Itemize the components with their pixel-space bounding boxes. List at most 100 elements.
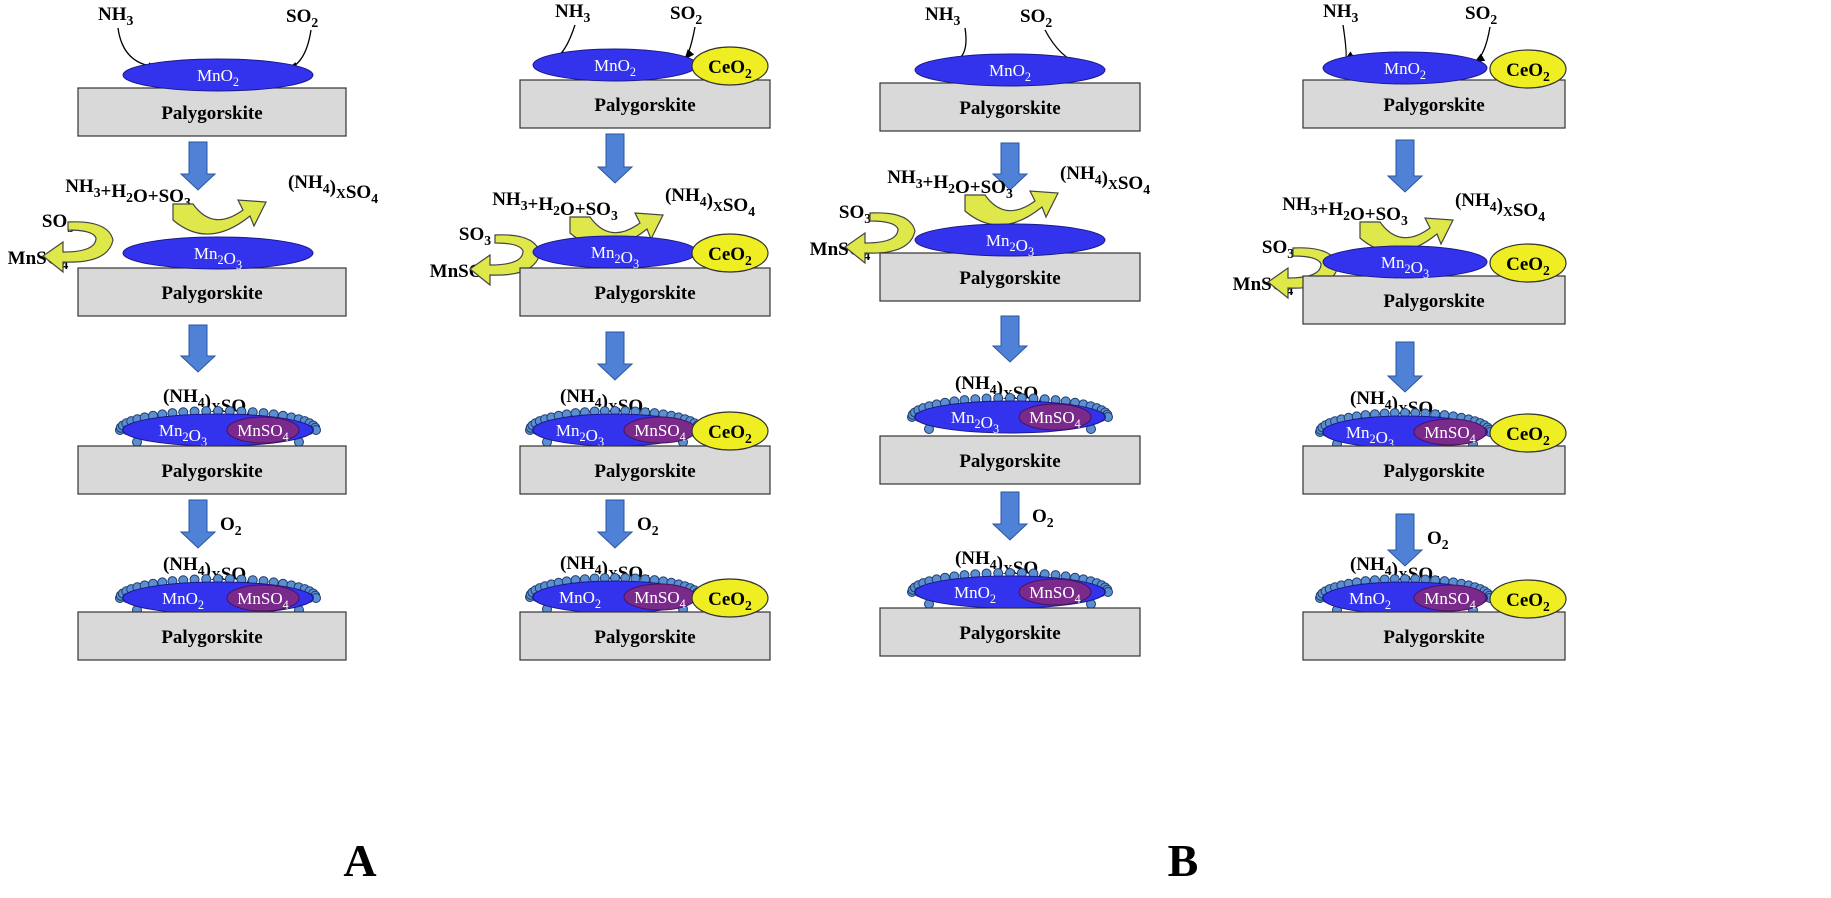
manganese-oxide-particle (1322, 245, 1488, 279)
reactants-label: NH3+H2O+SO3 (1282, 194, 1408, 228)
ceo2-label: CeO2 (1506, 60, 1550, 84)
palygorskite-label: Palygorskite (161, 283, 262, 304)
so3-label: SO3 (459, 224, 491, 248)
manganese-oxide-particle (914, 223, 1106, 257)
ceria-particle (1489, 243, 1567, 283)
so2-adsorption-arrow (684, 26, 696, 60)
flow-arrow (179, 499, 217, 549)
mn2o3-label: Mn2O3 (159, 421, 207, 449)
mnso4-domain-label: MnSO4 (237, 421, 288, 444)
so2-label: SO2 (286, 6, 318, 30)
palygorskite-support (879, 435, 1141, 485)
reactants-label: NH3+H2O+SO3 (65, 176, 191, 210)
palygorskite-label: Palygorskite (594, 283, 695, 304)
palygorskite-label: Palygorskite (161, 627, 262, 648)
mnso4-domain-label: MnSO4 (1029, 583, 1080, 606)
nh3-label: NH3 (555, 1, 591, 25)
o2-label: O2 (1427, 528, 1449, 552)
ceo2-label: CeO2 (1506, 254, 1550, 278)
o2-label: O2 (637, 514, 659, 538)
mno2-label: MnO2 (559, 588, 601, 611)
palygorskite-support (77, 87, 347, 137)
mno2-label: MnO2 (954, 583, 996, 606)
palygorskite-support (1302, 445, 1566, 495)
mn2o3-label: Mn2O3 (194, 244, 242, 272)
ammonium-sulfate-deposit-label: (NH4)XSO4 (163, 554, 253, 588)
curved-reaction-arrow (843, 212, 916, 265)
nh3-label: NH3 (1323, 1, 1359, 25)
palygorskite-label: Palygorskite (161, 103, 262, 124)
ammonium-sulfate-deposit (115, 406, 321, 447)
curved-reaction-arrow (41, 221, 114, 274)
mn2o3-label: Mn2O3 (1346, 423, 1394, 451)
palygorskite-support (77, 611, 347, 661)
so3-label: SO3 (839, 202, 871, 226)
mno2-label: MnO2 (989, 61, 1031, 84)
mnso4-domain-label: MnSO4 (634, 588, 685, 611)
curved-reaction-arrow (964, 190, 1059, 226)
reactants-label: NH3+H2O+SO3 (887, 167, 1013, 201)
palygorskite-label: Palygorskite (161, 461, 262, 482)
palygorskite-label: Palygorskite (959, 451, 1060, 472)
ceo2-label: CeO2 (708, 589, 752, 613)
manganese-oxide-particle (1322, 51, 1488, 85)
mno2-label: MnO2 (1349, 589, 1391, 612)
palygorskite-support (77, 267, 347, 317)
panel-caption: A (343, 835, 376, 886)
ammonium-sulfate-deposit (907, 393, 1113, 434)
ceria-particle (1489, 49, 1567, 89)
palygorskite-support (879, 252, 1141, 302)
palygorskite-label: Palygorskite (1383, 627, 1484, 648)
panel-caption: B (1168, 835, 1199, 886)
so2-label: SO2 (1465, 3, 1497, 27)
o2-label: O2 (220, 514, 242, 538)
ceo2-label: CeO2 (1506, 590, 1550, 614)
flow-arrow (1386, 513, 1424, 567)
mno2-label: MnO2 (1384, 59, 1426, 82)
mnso4-domain-label: MnSO4 (1029, 408, 1080, 431)
nh3-adsorption-arrow (1342, 24, 1356, 61)
nh3-label: NH3 (925, 4, 961, 28)
ammonium-sulfate-product-label: (NH4)XSO4 (288, 172, 378, 206)
palygorskite-support (519, 267, 771, 317)
palygorskite-support (519, 445, 771, 495)
palygorskite-support (879, 607, 1141, 657)
mno2-label: MnO2 (594, 56, 636, 79)
flow-arrow (179, 324, 217, 373)
mno2-label: MnO2 (162, 589, 204, 612)
palygorskite-label: Palygorskite (959, 268, 1060, 289)
palygorskite-label: Palygorskite (1383, 291, 1484, 312)
ceria-particle (691, 411, 769, 451)
flow-arrow (1386, 341, 1424, 393)
so3-label: SO3 (1262, 237, 1294, 261)
ceo2-label: CeO2 (708, 57, 752, 81)
mnso4-domain (226, 584, 300, 612)
flow-arrow (596, 499, 634, 549)
mnso4-domain-label: MnSO4 (237, 589, 288, 612)
ceo2-label: CeO2 (708, 244, 752, 268)
ceo2-label: CeO2 (708, 422, 752, 446)
flow-arrow (991, 491, 1029, 541)
mnso4-domain (1413, 584, 1487, 612)
mnso4-domain (1018, 403, 1092, 431)
mno2-label: MnO2 (197, 66, 239, 89)
palygorskite-label: Palygorskite (1383, 95, 1484, 116)
palygorskite-label: Palygorskite (594, 627, 695, 648)
reactants-label: NH3+H2O+SO3 (492, 189, 618, 223)
palygorskite-support (1302, 611, 1566, 661)
flow-arrow (179, 141, 217, 191)
so2-label: SO2 (670, 3, 702, 27)
flow-arrow (991, 315, 1029, 363)
mn2o3-label: Mn2O3 (1381, 253, 1429, 281)
ammonium-sulfate-product-label: (NH4)XSO4 (1455, 190, 1545, 224)
mn2o3-label: Mn2O3 (986, 231, 1034, 259)
palygorskite-label: Palygorskite (959, 98, 1060, 119)
flow-arrow (991, 142, 1029, 191)
nh3-adsorption-arrow (117, 27, 160, 71)
manganese-oxide-particle (122, 236, 314, 270)
so2-label: SO2 (1020, 6, 1052, 30)
